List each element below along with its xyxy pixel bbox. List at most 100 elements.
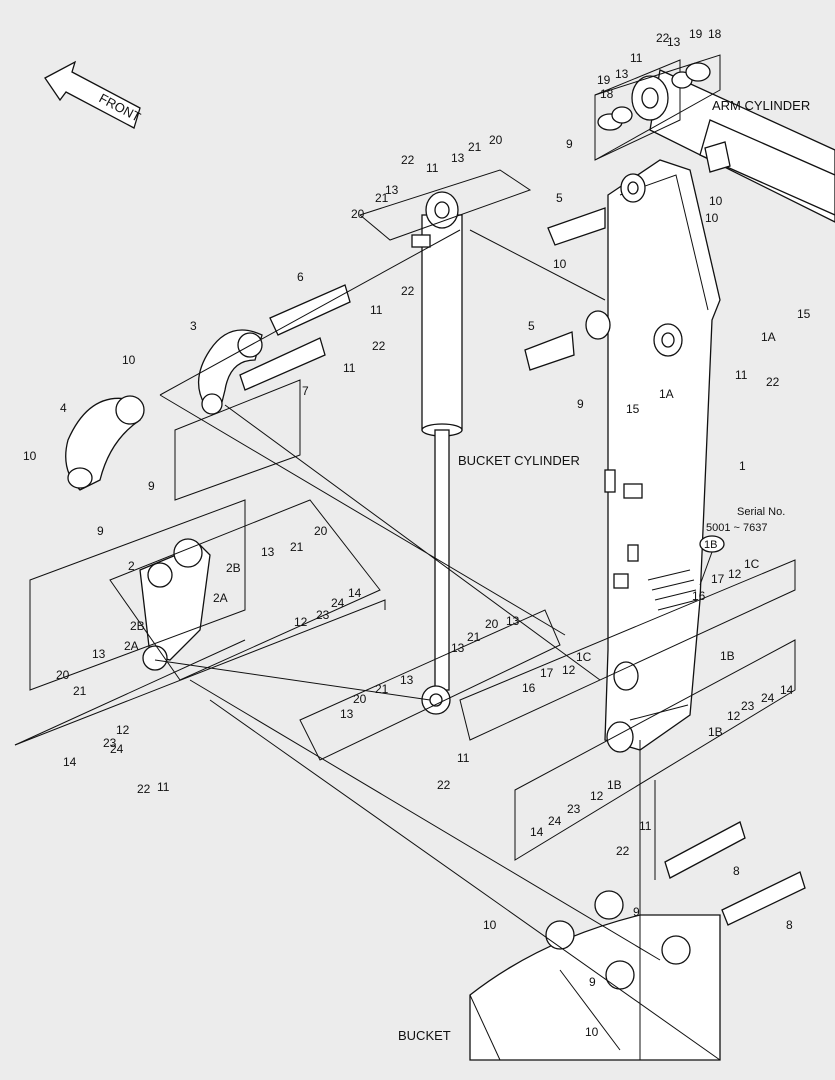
part-callout-32: 3 [190, 319, 197, 333]
part-callout-79: 12 [728, 567, 742, 581]
part-callout-73: 12 [562, 663, 576, 677]
part-callout-41: 1 [739, 459, 746, 473]
part-callout-64: 21 [375, 682, 389, 696]
part-callout-36: 10 [122, 353, 136, 367]
part-callout-75: 11 [457, 751, 470, 765]
part-callout-29: 6 [297, 270, 304, 284]
part-callout-20: 22 [766, 375, 780, 389]
part-callout-56: 12 [294, 615, 308, 629]
assembly-boxes [14, 54, 796, 861]
part-callout-12: 10 [553, 257, 567, 271]
bucket-cylinder [411, 191, 463, 715]
part-callout-34: 11 [343, 361, 356, 375]
part-callout-35: 22 [372, 339, 386, 353]
arm-body [585, 159, 721, 753]
part-callout-99: 10 [585, 1025, 599, 1039]
part-callout-16: 15 [626, 402, 640, 416]
part-callout-10: 10 [705, 211, 719, 225]
part-callout-23: 13 [451, 151, 465, 165]
part-callout-21: 22 [401, 153, 415, 167]
serial-ref: 1B [704, 539, 717, 551]
leader-lines [154, 229, 721, 1061]
links [65, 329, 263, 671]
part-callout-96: 10 [483, 918, 497, 932]
part-callout-63: 20 [353, 692, 367, 706]
part-callout-83: 23 [567, 802, 581, 816]
part-callout-45: 2 [128, 559, 135, 573]
part-callout-95: 8 [786, 918, 793, 932]
bucket-body [469, 890, 721, 1061]
part-callout-88: 24 [761, 691, 775, 705]
part-callout-90: 12 [727, 709, 741, 723]
part-callout-22: 11 [426, 161, 439, 175]
part-callout-25: 20 [489, 133, 503, 147]
part-callout-31: 22 [401, 284, 415, 298]
part-callout-55: 23 [316, 608, 330, 622]
part-callout-61: 22 [137, 782, 151, 796]
part-callout-0: 22 [656, 31, 670, 45]
part-callout-77: 16 [692, 589, 706, 603]
part-callout-5: 19 [597, 73, 611, 87]
part-callout-65: 13 [400, 673, 414, 687]
part-callout-46: 2B [226, 561, 241, 575]
part-callout-49: 2A [124, 639, 139, 653]
part-callout-68: 20 [485, 617, 499, 631]
serial-range: 5001 ~ 7637 [706, 522, 767, 534]
part-callout-59: 23 [103, 736, 117, 750]
serial-ref-leader [699, 551, 713, 586]
part-callout-71: 16 [522, 681, 536, 695]
part-callout-94: 8 [733, 864, 740, 878]
part-callout-82: 24 [548, 814, 562, 828]
part-callout-66: 13 [340, 707, 354, 721]
part-callout-85: 1B [607, 778, 622, 792]
part-callout-43: 21 [290, 540, 304, 554]
part-callout-19: 11 [735, 368, 748, 382]
part-callout-97: 9 [633, 905, 640, 919]
arm-cylinder-label: ARM CYLINDER [712, 98, 810, 113]
part-callout-4: 11 [630, 51, 643, 65]
part-callout-84: 12 [590, 789, 604, 803]
part-callout-62: 11 [157, 780, 170, 794]
part-callout-33: 7 [302, 384, 309, 398]
part-callout-93: 22 [616, 844, 630, 858]
part-callout-14: 9 [577, 397, 584, 411]
part-callout-51: 13 [92, 647, 106, 661]
part-callout-24: 21 [468, 140, 482, 154]
part-callout-39: 9 [148, 479, 155, 493]
bucket-label: BUCKET [398, 1028, 451, 1043]
part-callout-89: 23 [741, 699, 755, 713]
part-callout-53: 14 [348, 586, 362, 600]
part-callout-15: 15 [797, 307, 811, 321]
part-callout-26: 21 [375, 191, 389, 205]
part-callout-91: 1B [720, 649, 735, 663]
part-callout-27: 13 [385, 183, 399, 197]
part-callout-6: 13 [615, 67, 629, 81]
part-callout-18: 1A [659, 387, 674, 401]
part-callout-57: 14 [63, 755, 77, 769]
part-callout-8: 9 [566, 137, 573, 151]
part-callout-44: 13 [261, 545, 275, 559]
part-callout-72: 17 [540, 666, 554, 680]
part-callout-37: 4 [60, 401, 67, 415]
part-callout-11: 5 [556, 191, 563, 205]
part-callout-42: 20 [314, 524, 328, 538]
part-callout-48: 2A [213, 591, 228, 605]
bucket-cylinder-label: BUCKET CYLINDER [458, 453, 580, 468]
part-callout-47: 2B [130, 619, 145, 633]
part-callout-13: 5 [528, 319, 535, 333]
part-callout-30: 11 [370, 303, 383, 317]
part-callout-87: 14 [780, 683, 794, 697]
part-callout-69: 13 [506, 614, 520, 628]
arm-cylinder [594, 59, 835, 223]
part-callout-38: 10 [23, 449, 37, 463]
part-callout-17: 1A [761, 330, 776, 344]
front-arrow-icon: FRONT [44, 60, 143, 129]
serial-title: Serial No. [737, 506, 785, 518]
part-callout-80: 1C [744, 557, 760, 571]
part-callout-86: 1B [708, 725, 723, 739]
pins [239, 207, 806, 926]
part-callout-92: 11 [639, 819, 652, 833]
part-callout-98: 9 [589, 975, 596, 989]
